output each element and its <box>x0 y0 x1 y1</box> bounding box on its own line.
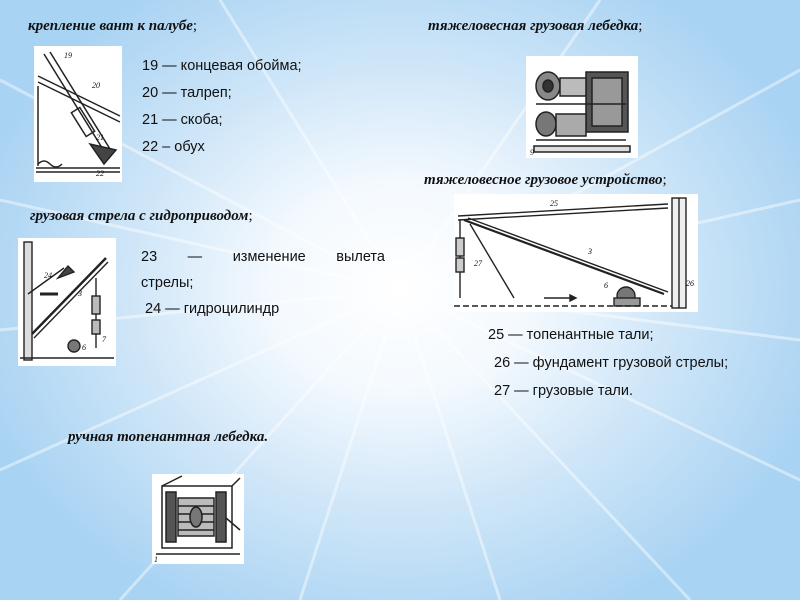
fig-label-21: 21 <box>96 133 104 142</box>
figure-heavy-lifting-device: 25 3 27 6 26 <box>454 194 698 312</box>
heading-shroud-fastening: крепление вант к палубе; <box>28 18 198 34</box>
heading-heavy-winch: тяжеловесная грузовая лебедка; <box>428 18 643 34</box>
manual-winch-drawing: 1 <box>154 475 241 564</box>
figure-shroud-fastening: 19 20 21 22 <box>34 46 122 182</box>
fig-label-19: 19 <box>64 51 72 60</box>
fig-label-24: 24 <box>44 271 52 280</box>
list-item-19: 19 — концевая обойма; <box>142 58 302 74</box>
list-item-20: 20 — талреп; <box>142 85 232 101</box>
fig-label-22: 22 <box>96 169 104 178</box>
heavy-lifting-device-drawing: 25 3 27 6 26 <box>454 197 694 309</box>
shroud-fastening-drawing: 19 20 21 22 <box>36 51 121 178</box>
figure-heavy-winch: 9 <box>526 56 638 158</box>
hydraulic-boom-description: 23 — изменение вылета стрелы; 24 — гидро… <box>141 244 385 322</box>
description-line-2: стрелы; <box>141 275 194 291</box>
fig-label-27: 27 <box>474 259 483 268</box>
fig-label-7: 7 <box>102 335 107 344</box>
fig-label-3b: 3 <box>77 289 82 298</box>
list-item-27: 27 — грузовые тали. <box>494 383 634 399</box>
fig-label-1: 1 <box>154 555 158 564</box>
heading-manual-topping-winch: ручная топенантная лебедка. <box>68 429 269 445</box>
fig-label-3: 3 <box>587 247 592 256</box>
list-item-26: 26 — фундамент грузовой стрелы; <box>494 355 729 371</box>
list-item-25: 25 — топенантные тали; <box>488 327 654 343</box>
list-item-22: 22 – обух <box>142 139 205 155</box>
figure-hydraulic-boom: 24 3 6 7 <box>18 238 116 366</box>
fig-label-6: 6 <box>604 281 608 290</box>
description-line-1: 23 — изменение вылета <box>141 249 385 265</box>
fig-label-25: 25 <box>550 199 558 208</box>
hydraulic-boom-drawing: 24 3 6 7 <box>20 241 114 361</box>
description-line-3: 24 — гидроцилиндр <box>141 301 280 317</box>
fig-label-6b: 6 <box>82 343 86 352</box>
fig-label-9: 9 <box>530 148 534 157</box>
fig-label-20: 20 <box>92 81 100 90</box>
heading-heavy-lifting-device: тяжеловесное грузовое устройство; <box>424 172 667 188</box>
list-item-21: 21 — скоба; <box>142 112 223 128</box>
fig-label-26: 26 <box>686 279 694 288</box>
figure-manual-topping-winch: 1 <box>152 474 244 564</box>
heavy-winch-drawing: 9 <box>530 71 631 157</box>
heading-hydraulic-boom: грузовая стрела с гидроприводом; <box>30 208 253 224</box>
